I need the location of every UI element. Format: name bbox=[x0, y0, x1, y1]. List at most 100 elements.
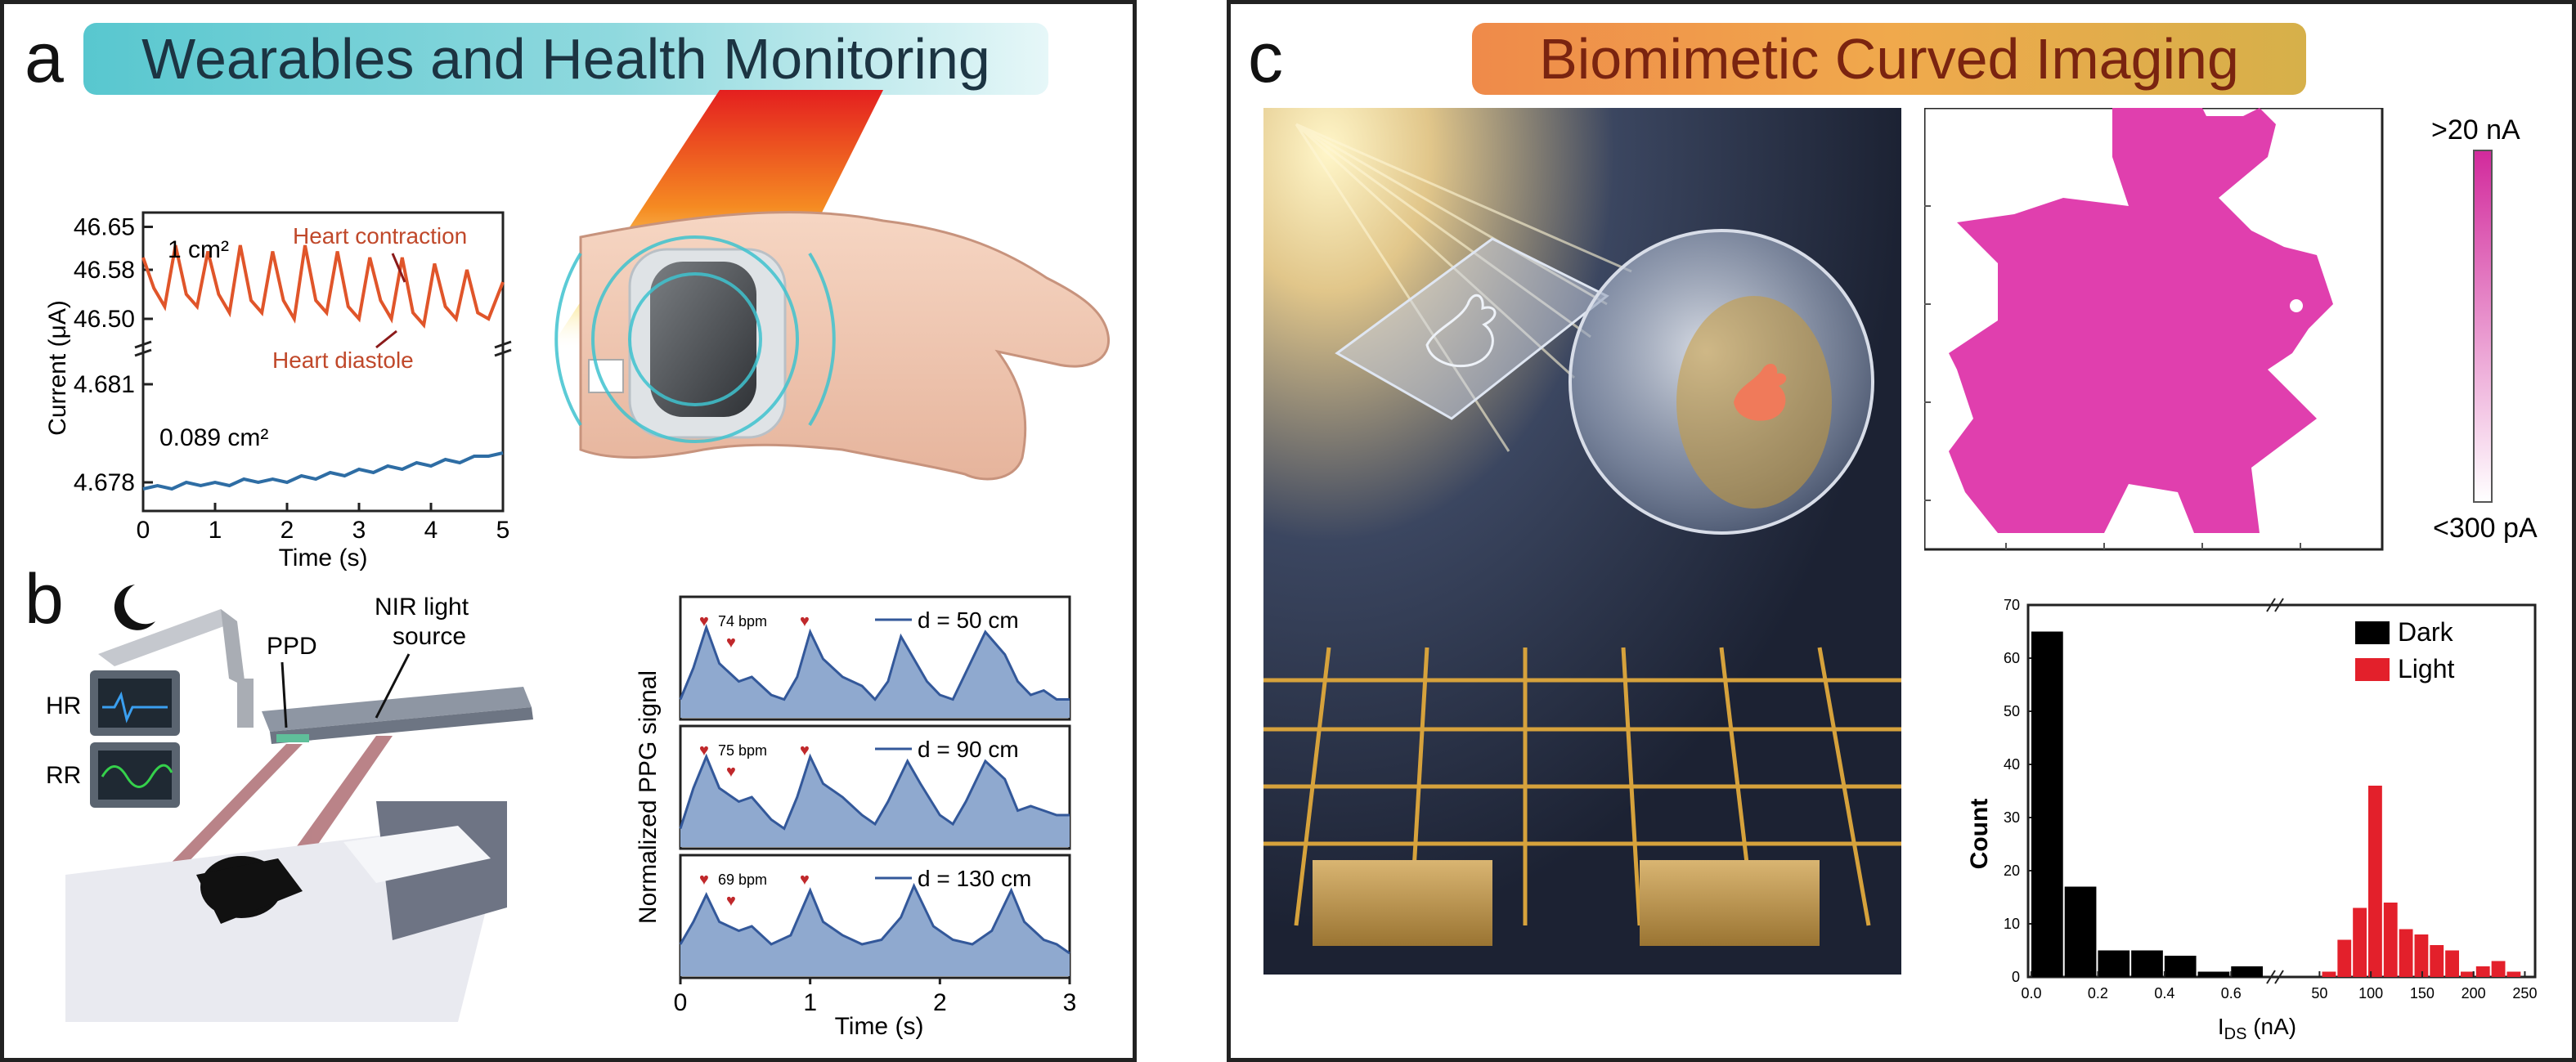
label-0089cm2: 0.089 cm² bbox=[159, 424, 268, 451]
bar-light bbox=[2460, 971, 2475, 977]
y-tick-label: 50 bbox=[2004, 703, 2020, 719]
label-nir-2: source bbox=[393, 623, 466, 650]
rabbit-image bbox=[1734, 364, 1787, 421]
label-hr: HR bbox=[46, 692, 81, 719]
sleeping-person bbox=[196, 856, 303, 924]
signal-rings bbox=[554, 235, 836, 443]
legend-label-dark: Dark bbox=[2398, 617, 2454, 647]
heart-icon: ♥ bbox=[726, 634, 736, 652]
heatmap-hotspot bbox=[2290, 299, 2303, 312]
wrist-wearable-illustration bbox=[548, 90, 1111, 481]
x-tick-label: 2 bbox=[280, 517, 294, 544]
curved-imaging-illustration bbox=[1263, 108, 1901, 975]
annot-heart-contraction: Heart contraction bbox=[293, 223, 467, 249]
bar-light bbox=[2491, 961, 2506, 977]
arrow-contraction bbox=[391, 253, 406, 283]
heart-icon: ♥ bbox=[726, 763, 736, 781]
bar-dark bbox=[2064, 886, 2097, 977]
x-tick-label: 0 bbox=[137, 517, 150, 544]
x-tick-label: 200 bbox=[2462, 985, 2486, 1002]
panel-c-title: Biomimetic Curved Imaging bbox=[1472, 23, 2306, 95]
bar-light bbox=[2430, 945, 2444, 977]
heart-icon: ♥ bbox=[726, 892, 736, 910]
monitor-stand bbox=[98, 609, 254, 728]
bpm-label: 74 bpm bbox=[718, 613, 767, 630]
axis-break bbox=[2266, 970, 2284, 984]
heart-icon: ♥ bbox=[800, 871, 810, 889]
legend-label-light: Light bbox=[2398, 654, 2455, 683]
y-tick-label: 10 bbox=[2004, 916, 2020, 932]
x-tick-label: 0 bbox=[674, 989, 688, 1016]
x-tick-label: 250 bbox=[2512, 985, 2537, 1002]
x-tick-label: 50 bbox=[2311, 985, 2327, 1002]
y-tick-label: 70 bbox=[2004, 597, 2020, 613]
bar-light bbox=[2414, 934, 2429, 977]
legend-swatch-dark bbox=[2355, 621, 2390, 644]
contact-pad-left bbox=[1313, 860, 1492, 946]
y-tick-label: 4.681 bbox=[74, 371, 135, 398]
x-tick-label: 0.6 bbox=[2221, 985, 2242, 1002]
chart-b-xlabel: Time (s) bbox=[835, 1013, 924, 1040]
x-tick-label: 0.2 bbox=[2088, 985, 2108, 1002]
x-tick-label: 1 bbox=[209, 517, 222, 544]
contact-pad-right bbox=[1640, 860, 1820, 946]
rabbit-outline bbox=[1425, 294, 1497, 368]
bar-light bbox=[2383, 903, 2398, 977]
panel-c-letter: c bbox=[1248, 19, 1283, 97]
x-tick-label: 100 bbox=[2358, 985, 2383, 1002]
x-tick-label: 0.4 bbox=[2154, 985, 2174, 1002]
ppg-line bbox=[679, 882, 1070, 955]
y-tick-label: 60 bbox=[2004, 650, 2020, 666]
rabbit-heatmap: >20 nA <300 pA bbox=[1924, 108, 2538, 551]
series-line bbox=[142, 451, 504, 491]
bar-dark bbox=[2098, 950, 2130, 977]
bar-dark bbox=[2131, 950, 2163, 977]
panel-a-title: Wearables and Health Monitoring bbox=[83, 23, 1048, 95]
colorbar-top-label: >20 nA bbox=[2431, 114, 2520, 146]
y-tick-label: 46.65 bbox=[74, 214, 135, 241]
x-tick-label: 0.0 bbox=[2021, 985, 2041, 1002]
chart-a-ylabel: Current (μA) bbox=[44, 300, 71, 436]
x-tick-label: 150 bbox=[2410, 985, 2435, 1002]
heart-icon: ♥ bbox=[699, 742, 709, 760]
bar-dark bbox=[2197, 971, 2230, 977]
x-tick-label: 5 bbox=[496, 517, 510, 544]
axis-break bbox=[494, 340, 512, 357]
bpm-label: 69 bpm bbox=[718, 872, 767, 888]
heatmap-rabbit-shape bbox=[1949, 108, 2333, 533]
heatmap-ticks bbox=[1924, 205, 2301, 549]
label-rr: RR bbox=[46, 762, 81, 789]
bar-light bbox=[2322, 971, 2336, 977]
axis-break bbox=[134, 340, 152, 357]
bar-light bbox=[2506, 971, 2521, 977]
heart-icon: ♥ bbox=[699, 871, 709, 889]
heart-icon: ♥ bbox=[699, 612, 709, 630]
overhead-light-bar bbox=[262, 687, 533, 744]
bar-light bbox=[2445, 950, 2459, 977]
annot-heart-diastole: Heart diastole bbox=[272, 347, 414, 373]
vital-monitor bbox=[90, 670, 180, 808]
bed bbox=[65, 801, 507, 1022]
legend-label: d = 90 cm bbox=[918, 737, 1019, 762]
legend-label: d = 130 cm bbox=[918, 866, 1031, 891]
label-ppd: PPD bbox=[267, 633, 317, 660]
hist-ylabel: Count bbox=[1966, 799, 1993, 870]
light-rays bbox=[159, 736, 393, 875]
y-tick-label: 30 bbox=[2004, 809, 2020, 826]
hist-frame bbox=[2026, 603, 2537, 979]
bar-dark bbox=[2031, 631, 2063, 977]
chart-b-ylabel: Normalized PPG signal bbox=[635, 670, 662, 924]
y-tick-label: 0 bbox=[2012, 969, 2020, 985]
bar-dark bbox=[2231, 966, 2263, 977]
panel-c-histogram: 0 10 20 30 40 50 60 70 0.0 0.2 0.4 0.6 50 100 150 200 25… bbox=[1966, 597, 2537, 1043]
y-tick-label: 20 bbox=[2004, 863, 2020, 879]
arrow-diastole bbox=[375, 329, 397, 349]
label-nir: NIR light bbox=[375, 594, 469, 621]
ppg-line bbox=[679, 753, 1070, 831]
ppg-area bbox=[680, 885, 1070, 976]
x-tick-label: 4 bbox=[424, 517, 438, 544]
y-tick-label: 40 bbox=[2004, 756, 2020, 773]
series-line bbox=[141, 244, 505, 329]
